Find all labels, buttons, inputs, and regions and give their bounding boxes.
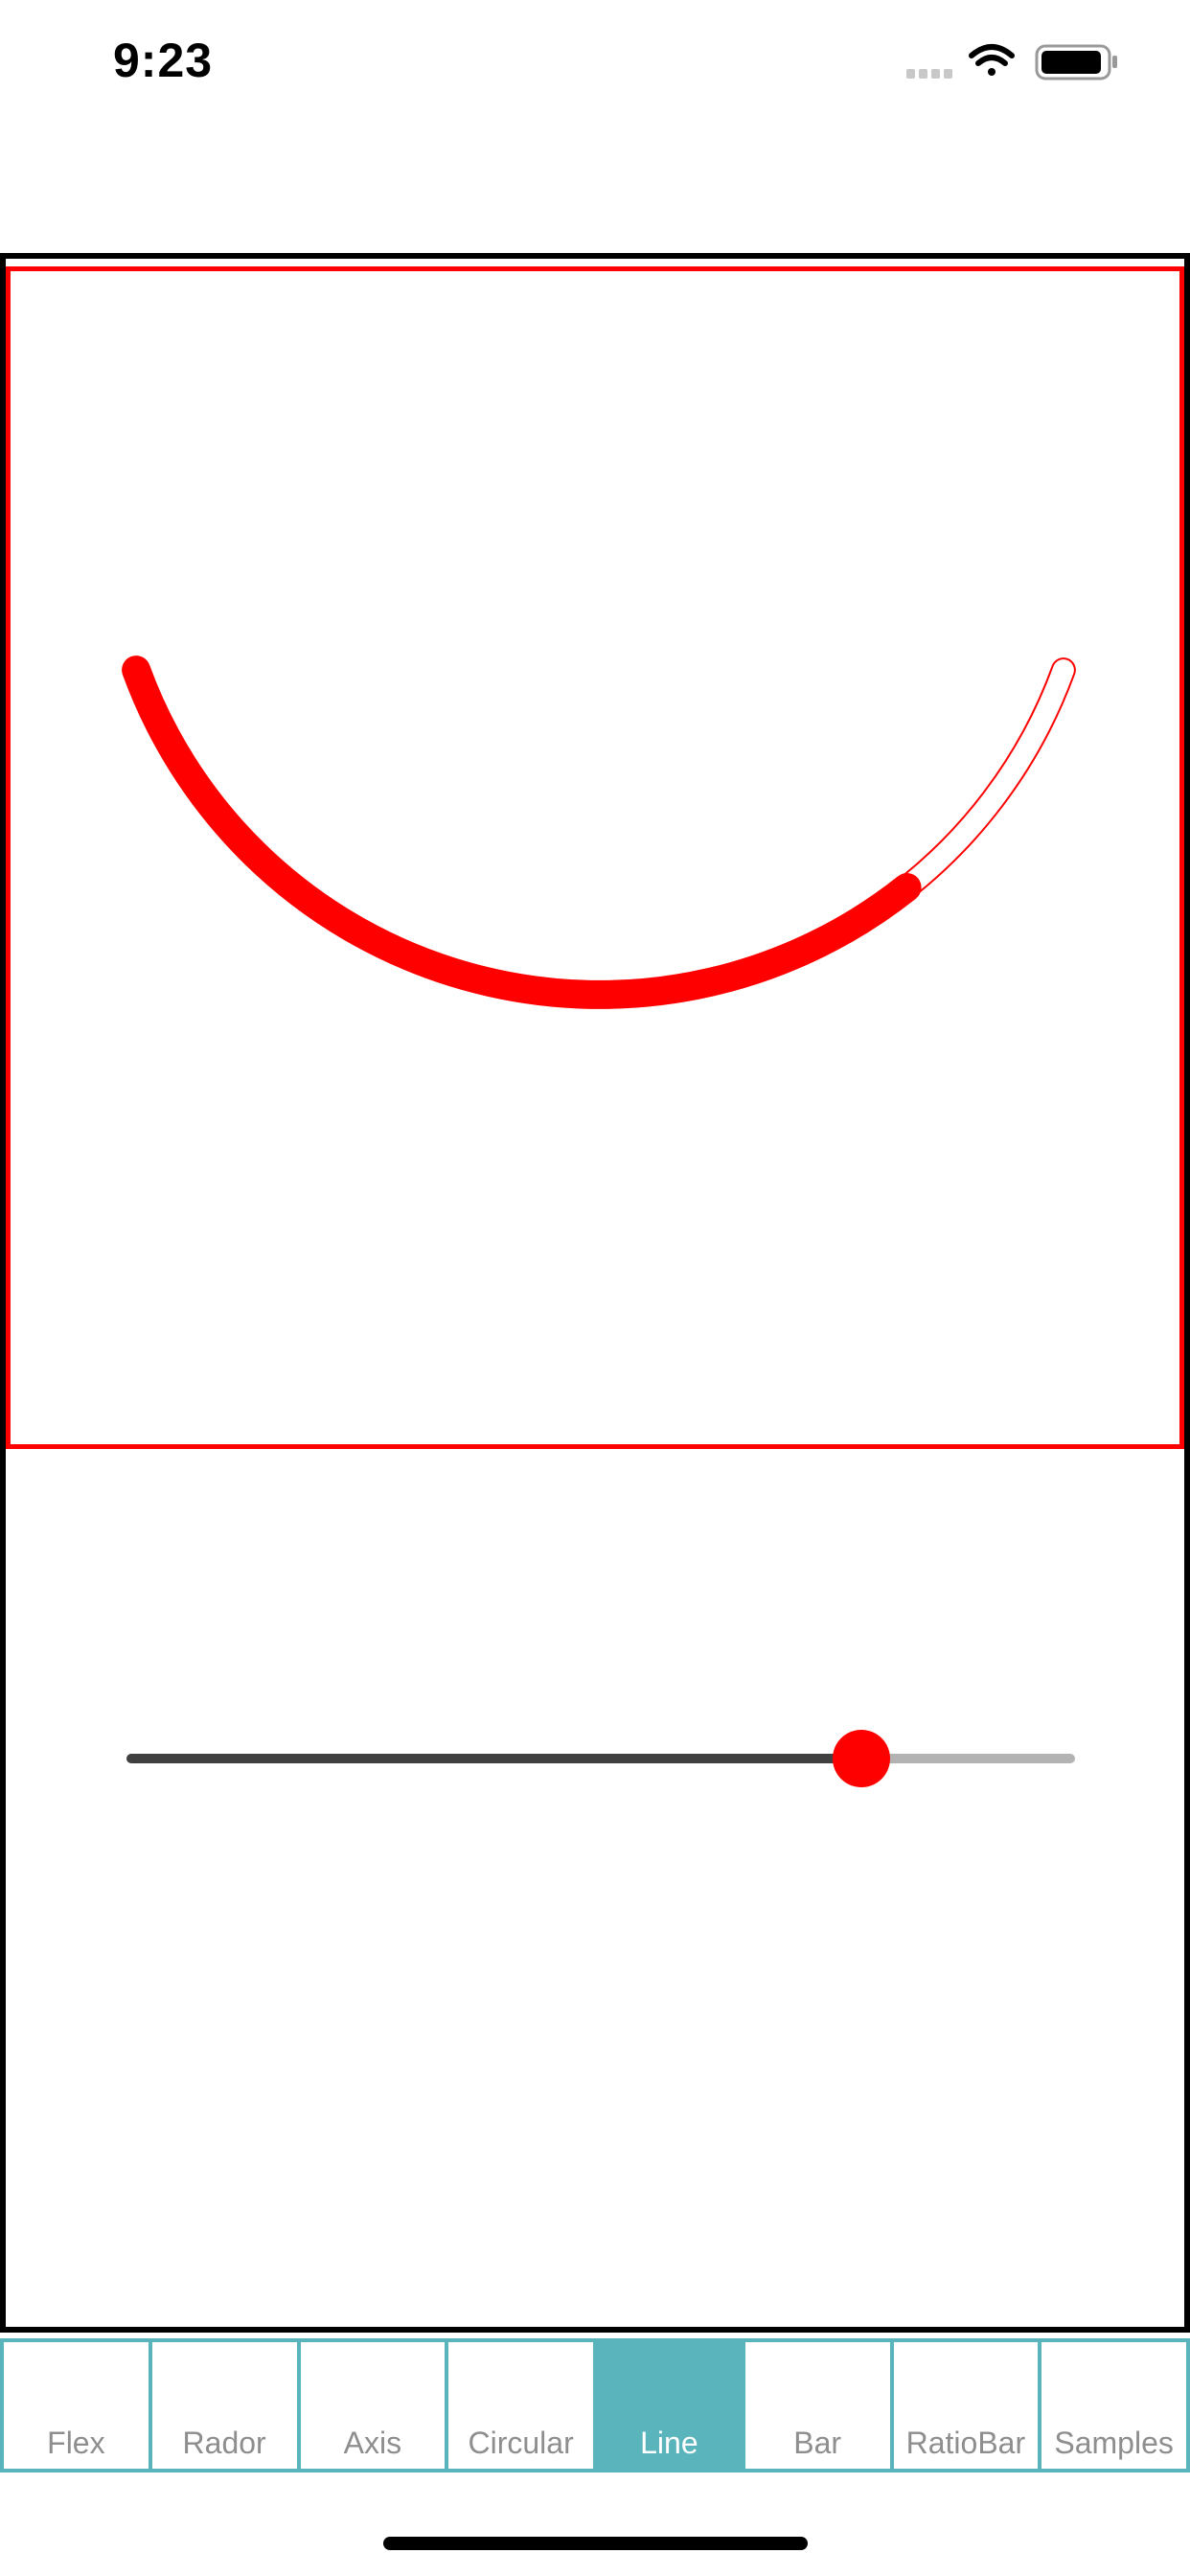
tab-ratiobar[interactable]: RatioBar [889,2338,1039,2469]
slider-thumb[interactable] [833,1730,891,1787]
tab-rador[interactable]: Rador [148,2338,297,2469]
value-slider[interactable] [126,1725,1075,1792]
wifi-icon [969,44,1015,76]
tab-line[interactable]: Line [593,2338,742,2469]
signal-icon [906,69,952,79]
home-indicator [383,2537,808,2550]
tab-samples[interactable]: Samples [1038,2338,1190,2469]
tab-label: Circular [468,2426,574,2460]
tab-axis[interactable]: Axis [296,2338,446,2469]
tab-bar: Flex Rador Axis Circular Line Bar RatioB… [0,2338,1190,2472]
gauge-chart [122,656,1076,1009]
tab-label: Rador [182,2426,266,2460]
status-icons [906,42,1129,80]
tab-circular[interactable]: Circular [445,2338,593,2469]
status-bar: 9:23 [0,0,1190,134]
gauge-progress-arc [122,656,922,1009]
tab-label: Line [640,2426,698,2460]
tab-label: RatioBar [905,2426,1026,2460]
tab-flex[interactable]: Flex [0,2338,149,2469]
gauge-track-outline [124,657,1076,1007]
tab-bar-chart[interactable]: Bar [741,2338,890,2469]
battery-icon [1035,44,1117,80]
slider-fill [126,1754,862,1763]
gauge-track-inner [126,659,1074,1005]
tab-label: Samples [1054,2426,1174,2460]
tab-label: Axis [343,2426,402,2460]
main-frame [0,253,1190,2333]
status-time: 9:23 [113,34,214,87]
tab-label: Flex [47,2426,105,2460]
tab-label: Bar [793,2426,842,2460]
gauge-chart-box [6,266,1184,1449]
